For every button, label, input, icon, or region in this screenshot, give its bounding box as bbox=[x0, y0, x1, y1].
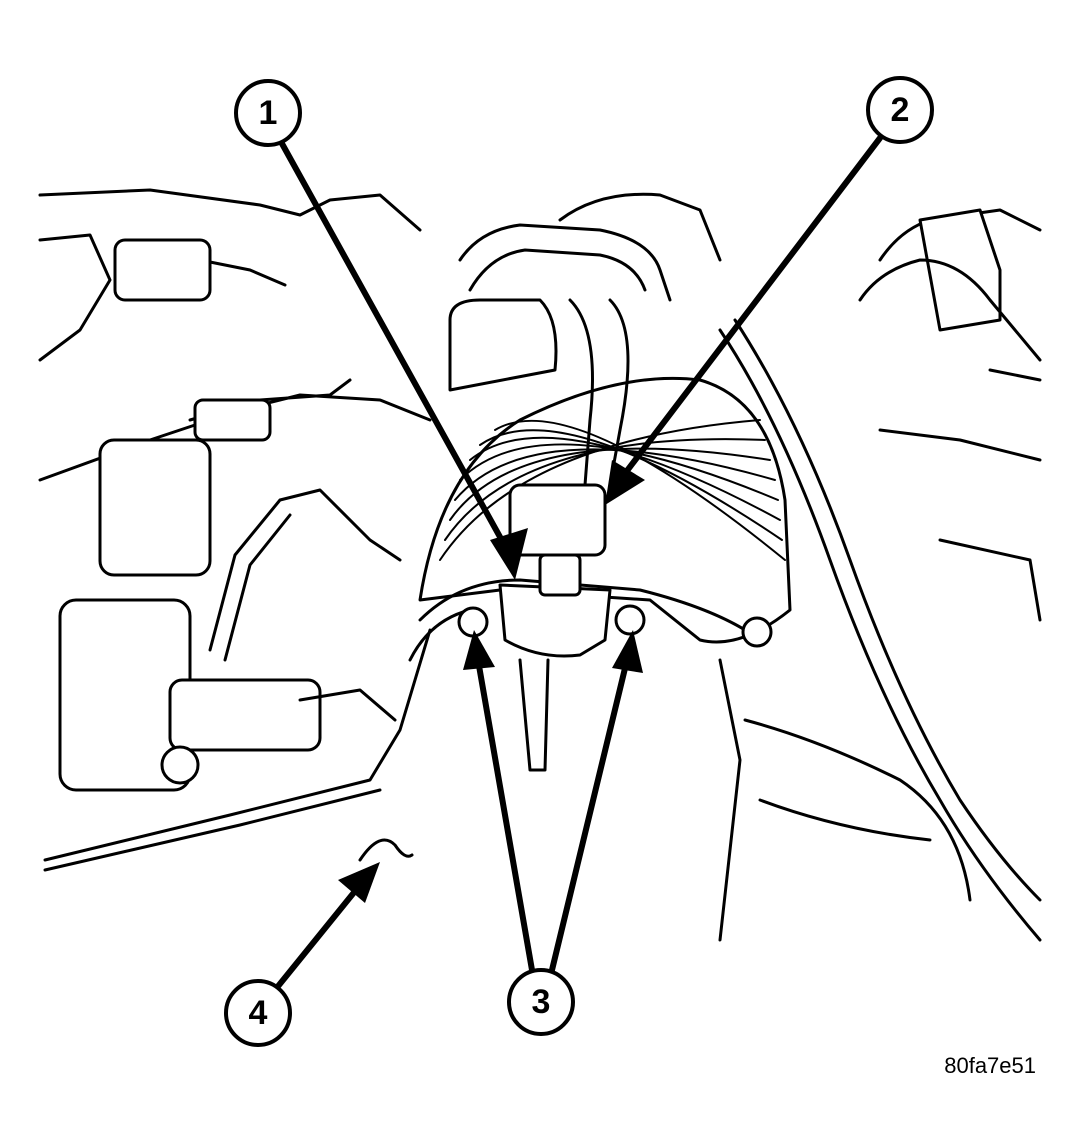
callout-1-circle bbox=[234, 79, 302, 147]
callout-1-leader bbox=[277, 137, 513, 558]
callout-4-label: 4 bbox=[249, 994, 268, 1032]
background-components bbox=[38, 188, 1042, 942]
callout-1-group: 1 bbox=[234, 79, 528, 580]
callout-2-label: 2 bbox=[891, 91, 910, 129]
callout-3-label: 3 bbox=[532, 983, 551, 1021]
callout-3-group: 3 bbox=[463, 630, 643, 1036]
callout-3-circle bbox=[507, 968, 575, 1036]
callout-3-leader-left bbox=[475, 657, 535, 973]
callout-1-arrowhead bbox=[490, 528, 528, 580]
callout-4-circle bbox=[224, 979, 292, 1047]
callout-2-group: 2 bbox=[605, 76, 934, 505]
callout-2-arrowhead bbox=[605, 460, 645, 505]
callout-3-arrowhead-left bbox=[463, 630, 495, 670]
callout-2-leader bbox=[617, 135, 883, 483]
callout-1-label: 1 bbox=[259, 94, 278, 132]
callout-3-arrowhead-right bbox=[612, 630, 643, 673]
callout-4-group: 4 bbox=[224, 838, 414, 1047]
figure-id-label: 80fa7e51 bbox=[944, 1053, 1036, 1078]
callout-2-circle bbox=[866, 76, 934, 144]
callout-3-leader-right bbox=[549, 657, 630, 973]
callout-4-leader bbox=[272, 882, 363, 993]
callout-4-indicator bbox=[358, 838, 414, 862]
callout-4-arrowhead bbox=[338, 862, 380, 903]
